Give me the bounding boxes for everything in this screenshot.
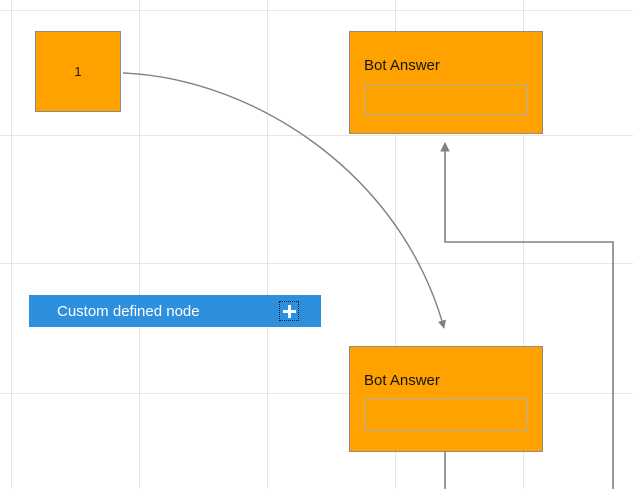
- node-bot-answer-top-field[interactable]: [364, 84, 528, 116]
- plus-icon-vertical-bar: [287, 304, 291, 318]
- edge-node1-to-bot-answer-bottom[interactable]: [122, 72, 447, 329]
- node-1[interactable]: 1: [35, 31, 121, 112]
- node-bot-answer-bottom-field[interactable]: [364, 399, 528, 431]
- node-bot-answer-top-title: Bot Answer: [364, 57, 440, 74]
- node-bot-answer-bottom[interactable]: Bot Answer: [349, 346, 543, 452]
- node-bot-answer-top[interactable]: Bot Answer: [349, 31, 543, 134]
- palette-item-label: Custom defined node: [57, 302, 200, 320]
- edge-bot-answer-bottom-to-bot-answer-top[interactable]: [440, 142, 614, 489]
- plus-icon[interactable]: [279, 301, 299, 321]
- node-bot-answer-bottom-title: Bot Answer: [364, 372, 440, 389]
- palette-item-custom-defined-node[interactable]: Custom defined node: [29, 295, 321, 327]
- node-1-label: 1: [74, 64, 82, 79]
